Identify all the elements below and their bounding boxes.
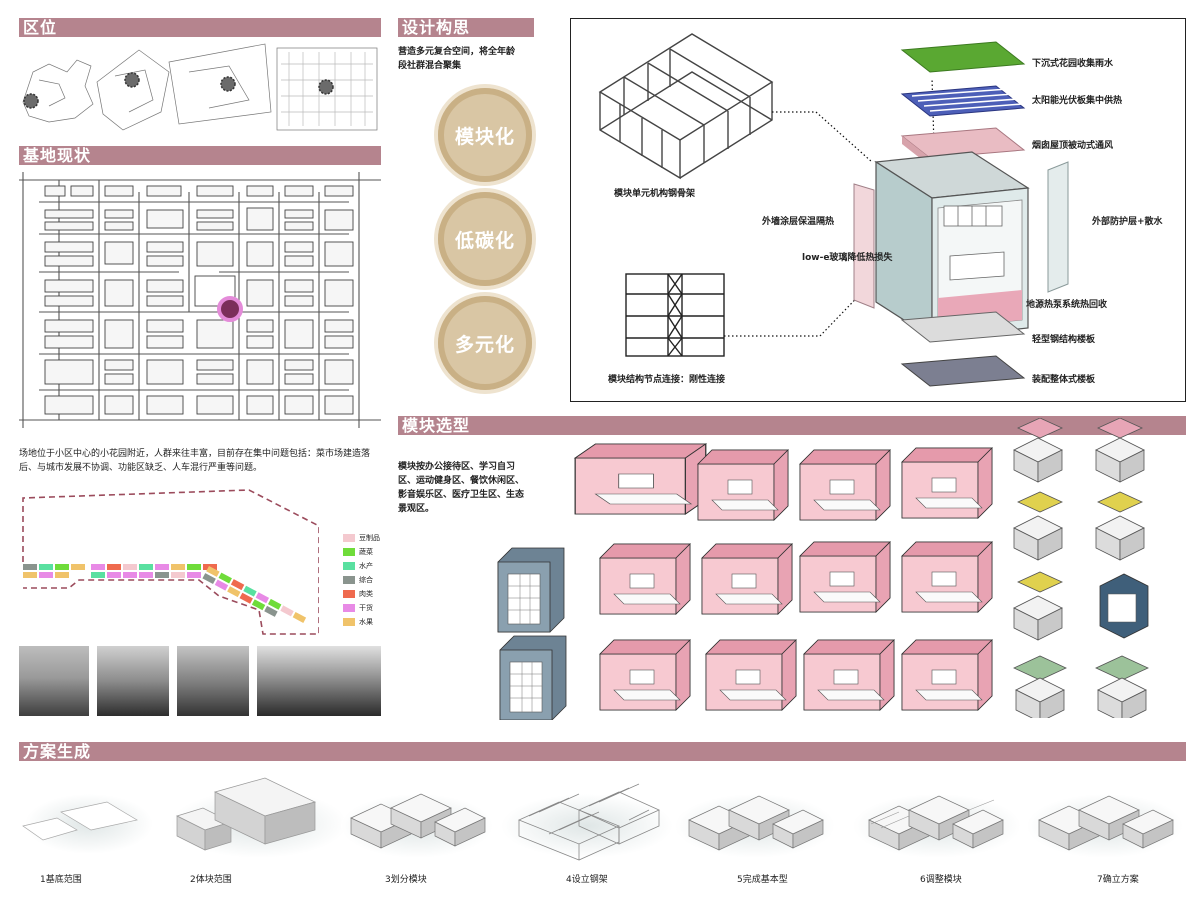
keyword-circle-modular: 模块化 [438, 88, 532, 182]
keyword-circle-diverse: 多元化 [438, 296, 532, 390]
legend-item: 水果 [343, 618, 373, 630]
step-label: 6调整模块 [920, 875, 962, 885]
section-header-module: 模块选型 [398, 416, 1186, 435]
legend-item: 综合 [343, 576, 373, 588]
module-room-grid [497, 443, 993, 720]
legend-swatch [343, 576, 355, 584]
label-outer-protect: 外部防护层+散水 [1092, 217, 1163, 227]
label-layer-solar: 太阳能光伏板集中供热 [1032, 96, 1123, 106]
step-label: 2体块范围 [190, 875, 232, 885]
label-layer-garden: 下沉式花园收集雨水 [1032, 59, 1114, 69]
site-photo [257, 646, 381, 716]
label-layer-steelfloor: 轻型钢结构楼板 [1032, 335, 1096, 345]
site-description: 场地位于小区中心的小花园附近，人群来往丰富，目前存在集中问题包括：菜市场建造落后… [19, 449, 371, 473]
legend-item: 水产 [343, 562, 373, 574]
module-description: 模块按办公接待区、学习自习区、运动健身区、餐饮休闲区、影音娱乐区、医疗卫生区、生… [398, 462, 525, 514]
site-plan-map [19, 172, 381, 428]
legend-item: 蔬菜 [343, 548, 373, 560]
label-wall-insulation: 外墙涂层保温隔热 [762, 217, 835, 227]
section-header-generation: 方案生成 [19, 742, 1186, 761]
location-maps [22, 43, 378, 131]
generation-steps-art [22, 777, 1183, 861]
label-layer-heatpump: 地源热泵系统热回收 [1026, 300, 1108, 310]
site-photo [97, 646, 169, 716]
structure-diagram-art [598, 33, 1069, 387]
concept-intro: 营造多元复合空间，将全年龄段社群混合聚集 [398, 47, 516, 71]
legend-swatch [343, 604, 355, 612]
legend-item: 豆制品 [343, 534, 380, 546]
market-legend: 豆制品 蔬菜 水产 综合 肉类 干货 水果 [343, 534, 383, 630]
label-layer-chimney: 烟囱屋顶被动式通风 [1032, 141, 1114, 151]
legend-swatch [343, 590, 355, 598]
site-photo [19, 646, 89, 716]
label-frame: 模块单元机构钢骨架 [614, 189, 696, 199]
legend-swatch [343, 562, 355, 570]
step-label: 7确立方案 [1097, 875, 1139, 885]
section-header-site: 基地现状 [19, 146, 381, 165]
step-label: 4设立钢架 [566, 875, 608, 885]
legend-swatch [343, 534, 355, 542]
site-photo [177, 646, 249, 716]
structure-diagram-box [570, 18, 1186, 402]
legend-item: 肉类 [343, 590, 373, 602]
section-header-concept: 设计构思 [398, 18, 534, 37]
legend-swatch [343, 548, 355, 556]
market-layout-diagram [22, 489, 319, 635]
section-header-location: 区位 [19, 18, 381, 37]
module-iso-icons [1013, 418, 1149, 718]
step-label: 3划分模块 [385, 875, 427, 885]
label-layer-assembly: 装配整体式楼板 [1032, 375, 1096, 385]
step-label: 5完成基本型 [737, 875, 788, 885]
legend-item: 干货 [343, 604, 373, 616]
label-glass: low-e玻璃降低热损失 [802, 253, 893, 263]
step-label: 1基底范围 [40, 875, 82, 885]
legend-swatch [343, 618, 355, 626]
label-node: 模块结构节点连接：刚性连接 [608, 375, 726, 385]
keyword-circle-lowcarbon: 低碳化 [438, 192, 532, 286]
